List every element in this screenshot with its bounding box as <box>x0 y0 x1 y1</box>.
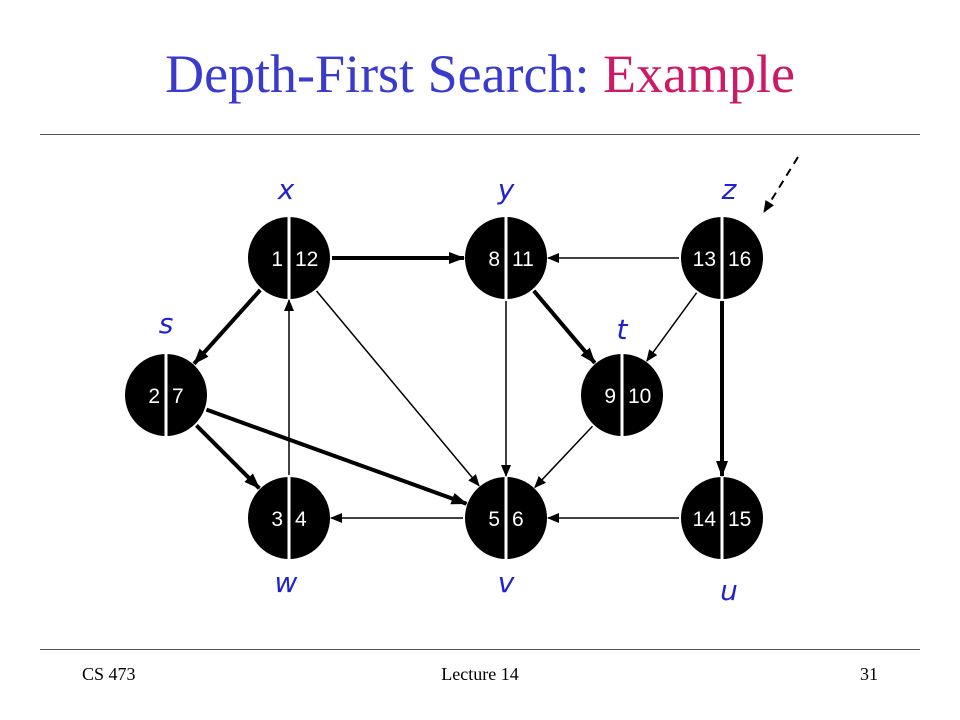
footer-lecture: Lecture 14 <box>441 664 519 684</box>
vertex-t-discovery-time: 9 <box>604 385 616 408</box>
vertex-w-discovery-time: 3 <box>271 508 283 531</box>
vertex-w-label: w <box>275 566 298 599</box>
vertex-y-finish-time: 11 <box>512 248 534 271</box>
slide-title-accent: Example <box>602 44 795 104</box>
vertex-z-finish-time: 16 <box>728 248 751 271</box>
footer-page-number: 31 <box>860 664 878 684</box>
edge-s-to-v <box>205 407 468 506</box>
vertex-t-finish-time: 10 <box>628 385 651 408</box>
vertex-u: 14 15 u <box>681 477 763 607</box>
slide-title-main: Depth-First Search: <box>165 44 603 104</box>
vertex-s-label: s <box>159 307 174 340</box>
edge-s-to-w <box>194 423 261 490</box>
vertex-z-discovery-time: 13 <box>693 248 716 271</box>
vertex-t: 9 10 t <box>581 313 663 436</box>
vertex-x-discovery-time: 1 <box>271 248 283 271</box>
start-marker-dashed-arrow <box>763 156 799 213</box>
edge-x-to-s <box>192 288 262 366</box>
vertex-v-finish-time: 6 <box>512 508 524 531</box>
edge-z-to-t <box>646 292 698 362</box>
vertex-s-finish-time: 7 <box>172 385 184 408</box>
edges-layer <box>192 252 728 523</box>
footer-divider <box>40 649 920 650</box>
vertex-u-finish-time: 15 <box>728 508 751 531</box>
vertex-x: 1 12 x <box>248 173 330 299</box>
vertex-x-finish-time: 12 <box>295 248 318 271</box>
vertex-z: 13 16 z <box>681 173 763 299</box>
vertex-w-finish-time: 4 <box>295 508 307 531</box>
edge-y-to-t <box>532 289 597 365</box>
title-divider <box>40 134 920 135</box>
vertex-s-discovery-time: 2 <box>148 385 160 408</box>
vertex-t-label: t <box>617 313 629 346</box>
footer-course: CS 473 <box>82 664 136 684</box>
vertex-x-label: x <box>277 173 295 206</box>
vertex-y-label: y <box>497 173 515 206</box>
edge-t-to-v <box>534 425 594 489</box>
slide-title: Depth-First Search: Example <box>0 44 960 104</box>
vertex-z-label: z <box>721 173 738 206</box>
vertex-v-label: v <box>498 566 515 599</box>
vertex-u-label: u <box>720 574 738 607</box>
vertex-y: 8 11 y <box>465 173 547 299</box>
edge-x-to-v <box>315 290 480 487</box>
vertex-y-discovery-time: 8 <box>488 248 500 271</box>
vertex-v-discovery-time: 5 <box>488 508 500 531</box>
vertex-u-discovery-time: 14 <box>693 508 717 531</box>
